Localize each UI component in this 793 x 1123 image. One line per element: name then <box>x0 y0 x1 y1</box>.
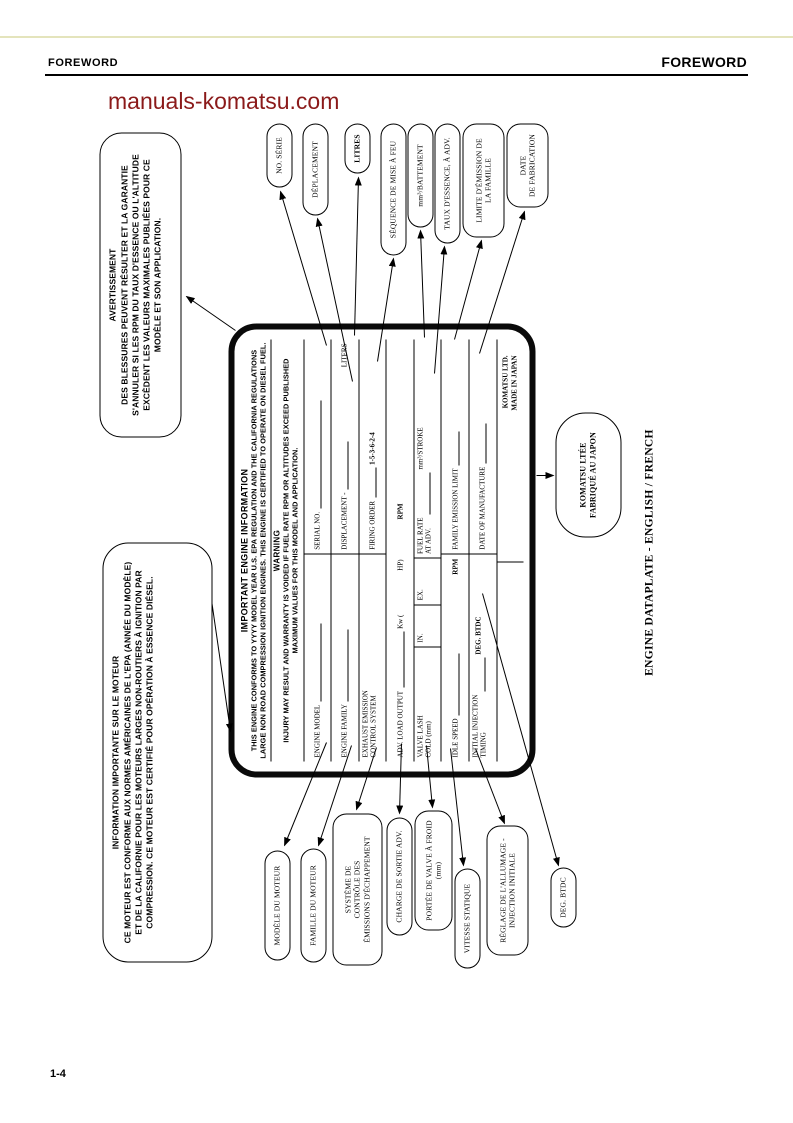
blank-line <box>340 629 349 702</box>
header-rule <box>45 74 748 77</box>
hp-label: HP) <box>396 559 405 571</box>
callout-modele-moteur: MODÈLE DU MOTEUR <box>264 850 291 961</box>
callout-famille-moteur: FAMILLE DU MOTEUR <box>300 848 327 963</box>
date-of-manufacture-label: DATE OF MANUFACTURE <box>478 466 487 550</box>
information-callout: INFORMATION IMPORTANTE SUR LE MOTEUR CE … <box>102 542 213 963</box>
engine-model-label: ENGINE MODEL <box>313 704 322 758</box>
watermark-text: manuals-komatsu.com <box>108 88 340 114</box>
blank-line <box>368 467 377 498</box>
callout-deplacement: DÉPLACEMENT <box>302 123 329 216</box>
rated-rpm-label: RPM <box>396 503 405 520</box>
komatsu-made-in-japan: KOMATSU LTD. MADE IN JAPAN <box>497 339 524 563</box>
exhaust-emission-label: EXHAUST EMISSION CONTROL SYSTEM <box>361 690 378 758</box>
in-label: IN. <box>416 633 425 643</box>
engine-family-label: ENGINE FAMILY <box>340 704 349 758</box>
firing-order-label: FIRING ORDER <box>368 500 377 550</box>
callout-vitesse-statique: VITESSE STATIQUE <box>454 868 481 969</box>
table-row-valve-lash: VALVE LASH COLD (mm) IN. EX. FUEL RATE A… <box>414 339 442 762</box>
figure-caption: ENGINE DATAPLATE - ENGLISH / FRENCH <box>643 429 656 676</box>
callout-charge-sortie: CHARGE DE SORTIE ADV. <box>386 817 413 936</box>
scan-artifact-line <box>0 36 793 38</box>
arrow-mm3-battement <box>417 229 425 338</box>
blank-line <box>396 631 405 688</box>
blank-line <box>313 400 322 509</box>
arrow-litres <box>354 176 362 336</box>
engine-dataplate: IMPORTANT ENGINE INFORMATION THIS ENGINE… <box>228 323 536 778</box>
kw-label: Kw ( <box>396 614 405 629</box>
liters-label: LITERS <box>340 343 349 368</box>
family-emission-label: FAMILY EMISSION LIMIT <box>451 468 460 550</box>
callout-taux-essence: TAUX D'ESSENCE, À ADV. <box>434 123 461 244</box>
header-foreword-left: FOREWORD <box>48 57 119 69</box>
mm3-stroke-label: mm³/STROKE <box>416 427 425 470</box>
engine-dataplate-diagram: AVERTISSEMENT DES BLESSURES PEUVENT RÉSU… <box>95 116 680 986</box>
plate-paragraph-2: INJURY MAY RESULT AND WARRANTY IS VOIDED… <box>281 358 300 743</box>
table-row-engine-model: ENGINE MODEL SERIAL NO. <box>304 339 332 762</box>
blank-line <box>451 653 460 716</box>
callout-mm3-battement: mm³/BATTEMENT <box>407 123 434 228</box>
table-row-exhaust-emission: EXHAUST EMISSION CONTROL SYSTEM FIRING O… <box>359 339 387 762</box>
ex-label: EX. <box>416 589 425 601</box>
firing-order-value: 1-5-3-6-2-4 <box>368 432 377 465</box>
avertissement-body: DES BLESSURES PEUVENT RÉSULTER ET LA GAR… <box>119 154 163 416</box>
initial-injection-label: INITIAL INJECTION TIMING <box>471 694 488 758</box>
information-title: INFORMATION IMPORTANTE SUR LE MOTEUR <box>110 655 121 850</box>
page-number: 1-4 <box>50 1068 66 1080</box>
adv-load-label: ADV. LOAD OUTPUT <box>396 690 405 758</box>
valve-lash-label: VALVE LASH COLD (mm) <box>416 715 433 758</box>
callout-portee-valve: PORTÉE DE VALVE À FROID (mm) <box>414 810 453 931</box>
table-row-initial-injection: INITIAL INJECTION TIMING DEG. BTDC DATE O… <box>469 339 497 762</box>
fuel-rate-label: FUEL RATE AT ADV. <box>416 517 433 554</box>
avertissement-callout: AVERTISSEMENT DES BLESSURES PEUVENT RÉSU… <box>99 132 182 438</box>
blank-line <box>477 657 486 692</box>
callout-limite-emission: LIMITE D'ÉMISSION DE LA FAMILLE <box>462 123 505 238</box>
information-body: CE MOTEUR EST CONFORME AUX NORMES AMÉRIC… <box>122 561 155 944</box>
blank-line <box>340 441 349 490</box>
blank-line <box>422 472 431 515</box>
table-row-komatsu: KOMATSU LTD. MADE IN JAPAN <box>497 339 524 762</box>
table-row-engine-family: ENGINE FAMILY DISPLACEMENT - LITERS <box>331 339 360 762</box>
blank-line <box>313 623 322 702</box>
callout-no-serie: NO. SÉRIE <box>266 123 293 188</box>
callout-reglage-allumage: RÉGLAGE DE L'ALLUMAGE - INJECTION INITIA… <box>486 825 529 956</box>
callout-komatsu-ltee: KOMATSU LTÉE FABRIQUÉ AU JAPON <box>555 412 622 538</box>
avertissement-title: AVERTISSEMENT <box>107 248 118 322</box>
callout-litres: LITRES <box>344 123 371 174</box>
plate-paragraph-1: THIS ENGINE CONFORMS TO YYYY MODEL YEAR … <box>249 342 268 759</box>
callout-deg-btdc: DEG. BTDC <box>550 867 577 928</box>
table-row-adv-load-output: ADV. LOAD OUTPUT Kw ( HP) RPM <box>386 339 415 762</box>
serial-no-label: SERIAL NO. <box>313 511 322 550</box>
displacement-label: DISPLACEMENT - <box>340 492 349 550</box>
callout-date-fabrication: DATE DE FABRICATION <box>506 123 549 208</box>
plate-divider <box>270 339 272 762</box>
header-foreword-right: FOREWORD <box>661 54 747 70</box>
callout-systeme-controle: SYSTÈME DE CONTRÔLE DES ÉMISSIONS D'ÉCHA… <box>332 813 383 966</box>
table-row-idle-speed: IDLE SPEED RPM FAMILY EMISSION LIMIT <box>441 339 470 762</box>
idle-speed-label: IDLE SPEED <box>451 718 460 758</box>
plate-title: IMPORTANT ENGINE INFORMATION <box>239 468 250 633</box>
arrow-avertissement <box>185 295 236 331</box>
blank-line <box>478 423 487 464</box>
callout-sequence-mise-a-feu: SÉQUENCE DE MISE À FEU <box>380 123 407 256</box>
plate-table: ENGINE MODEL SERIAL NO. ENGINE FAMILY DI… <box>303 339 524 762</box>
blank-line <box>451 431 460 466</box>
deg-btdc-label: DEG. BTDC <box>474 616 483 655</box>
plate-warning-title: WARNING <box>272 529 282 572</box>
idle-rpm-label: RPM <box>451 558 460 575</box>
